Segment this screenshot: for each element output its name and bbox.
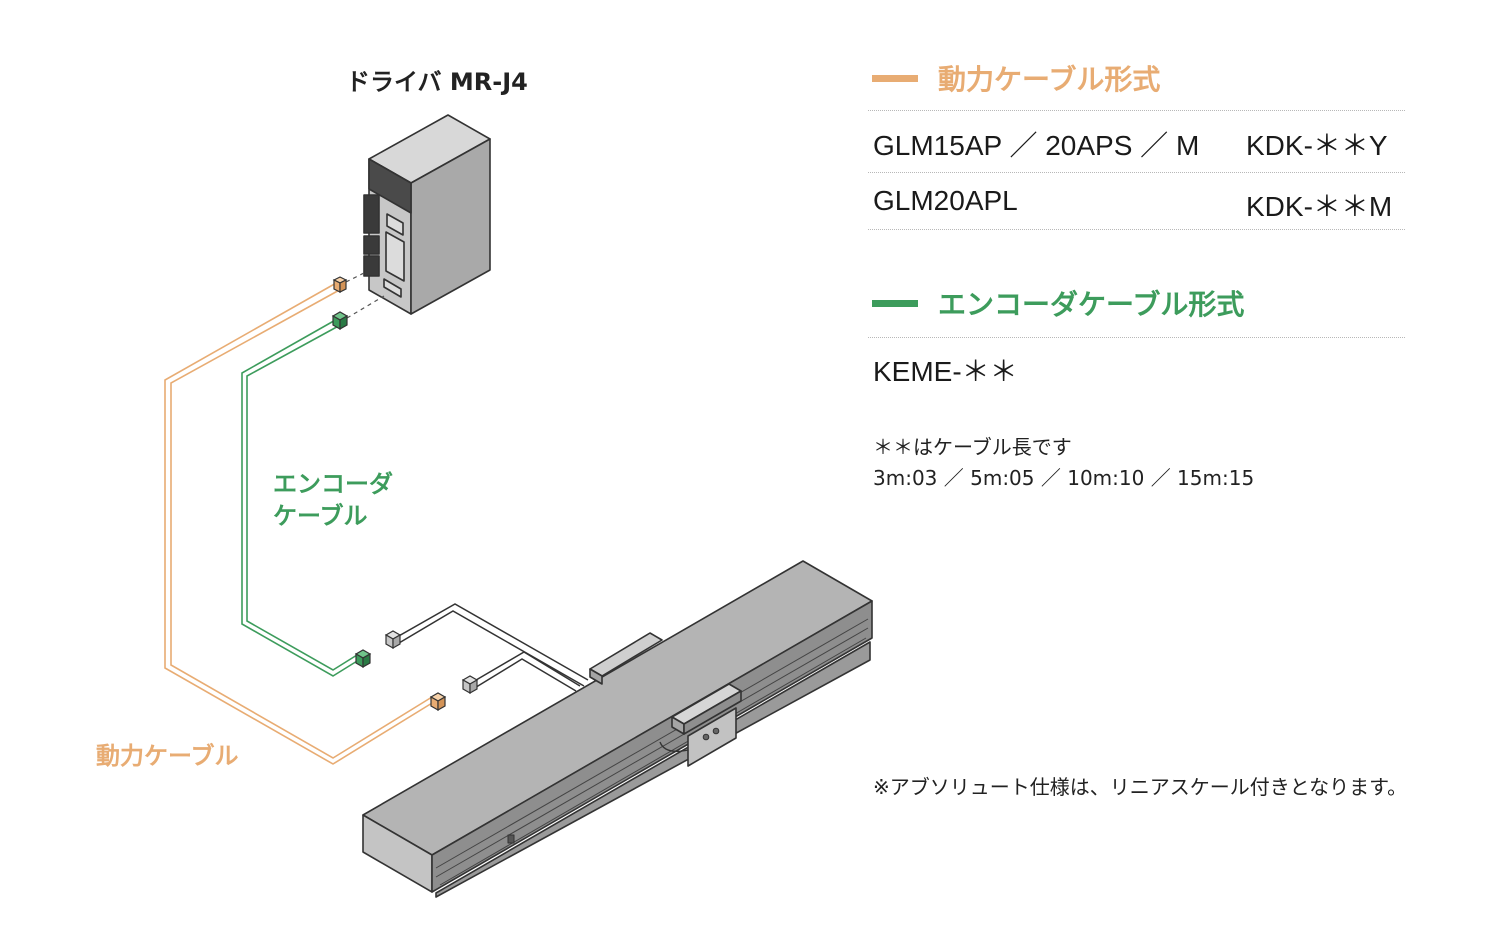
power-row-2-model: GLM20APL bbox=[873, 185, 1018, 216]
power-cable-route bbox=[164, 281, 438, 765]
absolute-spec-footnote: ※アブソリュート仕様は、リニアスケール付きとなります。 bbox=[873, 775, 1408, 799]
encoder-connector-actuator bbox=[354, 649, 372, 669]
linear-actuator bbox=[362, 560, 873, 898]
encoder-cable-label: エンコーダ ケーブル bbox=[273, 468, 393, 532]
gray-connector-lower bbox=[461, 675, 479, 695]
driver-unit bbox=[363, 114, 491, 315]
actuator-internal-cables bbox=[396, 603, 589, 692]
separator bbox=[868, 229, 1405, 230]
encoder-section-title: エンコーダケーブル形式 bbox=[938, 288, 1245, 321]
power-row-2-cable: KDK-＊＊M bbox=[1246, 191, 1393, 222]
power-section-heading: 動力ケーブル形式 bbox=[872, 58, 1160, 98]
separator bbox=[868, 172, 1405, 173]
separator bbox=[868, 110, 1405, 111]
power-connector-actuator bbox=[429, 692, 447, 712]
power-row-1-cable: KDK-＊＊Y bbox=[1246, 130, 1388, 161]
power-cable-label: 動力ケーブル bbox=[96, 742, 239, 770]
power-section-title: 動力ケーブル形式 bbox=[938, 63, 1161, 96]
gray-connector-upper bbox=[384, 630, 402, 650]
encoder-cable-label-line2: ケーブル bbox=[273, 502, 368, 530]
length-note-line2: 3m:03 ／ 5m:05 ／ 10m:10 ／ 15m:15 bbox=[873, 466, 1255, 490]
power-connector-driver bbox=[332, 276, 348, 293]
power-legend-swatch bbox=[872, 74, 918, 82]
dashed-connections bbox=[345, 271, 385, 319]
encoder-row-1-cable: KEME-＊＊ bbox=[873, 356, 1018, 387]
encoder-connector-driver bbox=[331, 311, 349, 331]
encoder-section-heading: エンコーダケーブル形式 bbox=[872, 283, 1244, 323]
encoder-cable-route bbox=[241, 317, 363, 677]
driver-title: ドライバ MR-J4 bbox=[346, 68, 528, 96]
separator bbox=[868, 337, 1405, 338]
power-row-1-model: GLM15AP ／ 20APS ／ M bbox=[873, 130, 1200, 161]
encoder-legend-swatch bbox=[872, 299, 918, 307]
length-note-line1: ＊＊はケーブル長です bbox=[873, 435, 1072, 459]
encoder-cable-label-line1: エンコーダ bbox=[273, 470, 393, 498]
